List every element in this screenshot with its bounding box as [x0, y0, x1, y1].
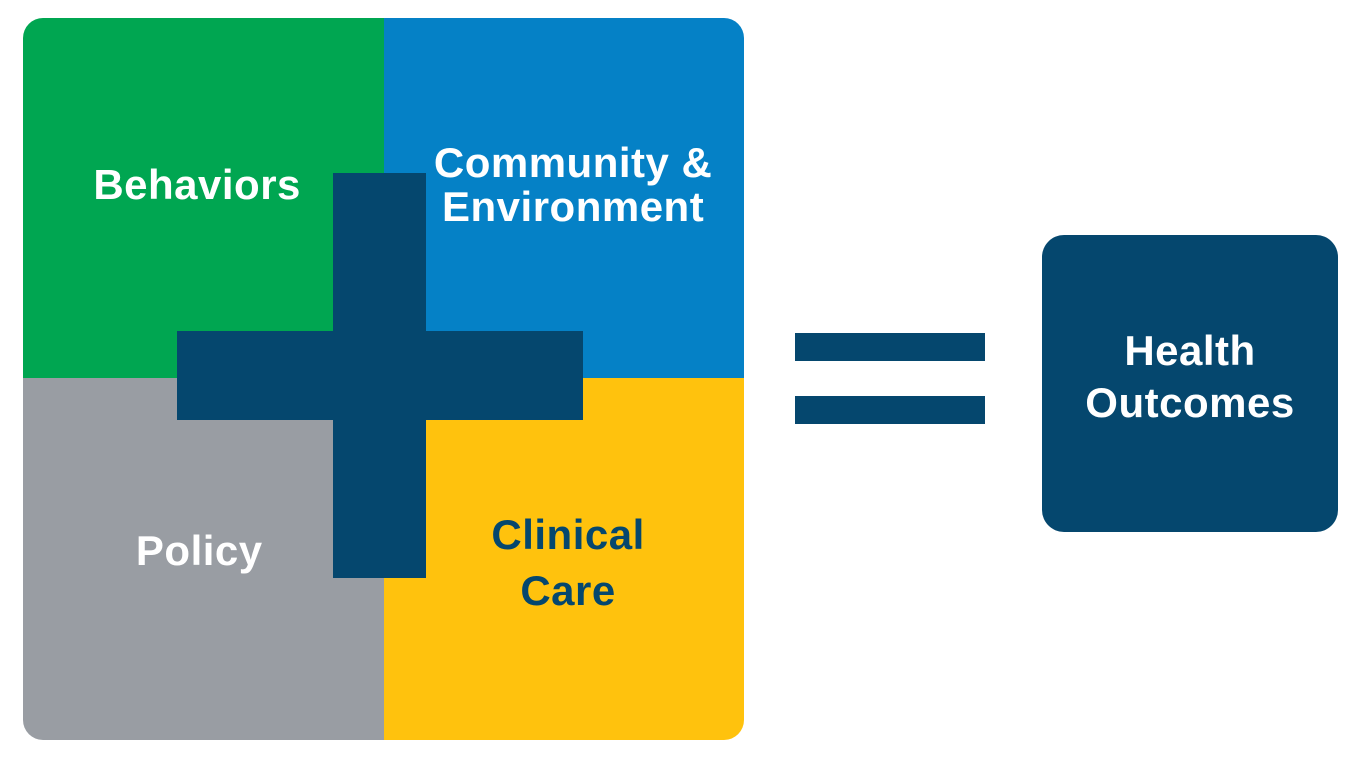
equals-icon-top-bar [795, 333, 985, 361]
health-outcomes-label-line2: Outcomes [1085, 378, 1295, 426]
community-environment-label: Community & Environment [433, 138, 713, 230]
health-outcomes-box: Health Outcomes [1042, 235, 1338, 532]
health-outcomes-label-line1: Health [1124, 326, 1256, 374]
plus-icon-vertical-bar [333, 173, 426, 578]
quadrant-policy: Policy [23, 377, 384, 740]
clinical-care-label-line1: Clinical [491, 510, 645, 558]
community-environment-label-line2: Environment [442, 182, 705, 230]
quadrant-behaviors: Behaviors [23, 18, 384, 378]
quadrant-community-environment: Community & Environment [383, 18, 744, 378]
clinical-care-label: Clinical Care [491, 507, 644, 619]
community-environment-label-line1: Community & [433, 138, 713, 186]
quadrant-grid: Behaviors Community & Environment Policy… [23, 18, 744, 740]
policy-label: Policy [135, 526, 263, 574]
quadrant-clinical-care: Clinical Care [383, 377, 744, 740]
behaviors-label: Behaviors [93, 160, 301, 208]
clinical-care-label-line2: Care [520, 566, 616, 614]
health-outcomes-label: Health Outcomes [1085, 325, 1294, 429]
equals-icon-bottom-bar [795, 396, 985, 424]
